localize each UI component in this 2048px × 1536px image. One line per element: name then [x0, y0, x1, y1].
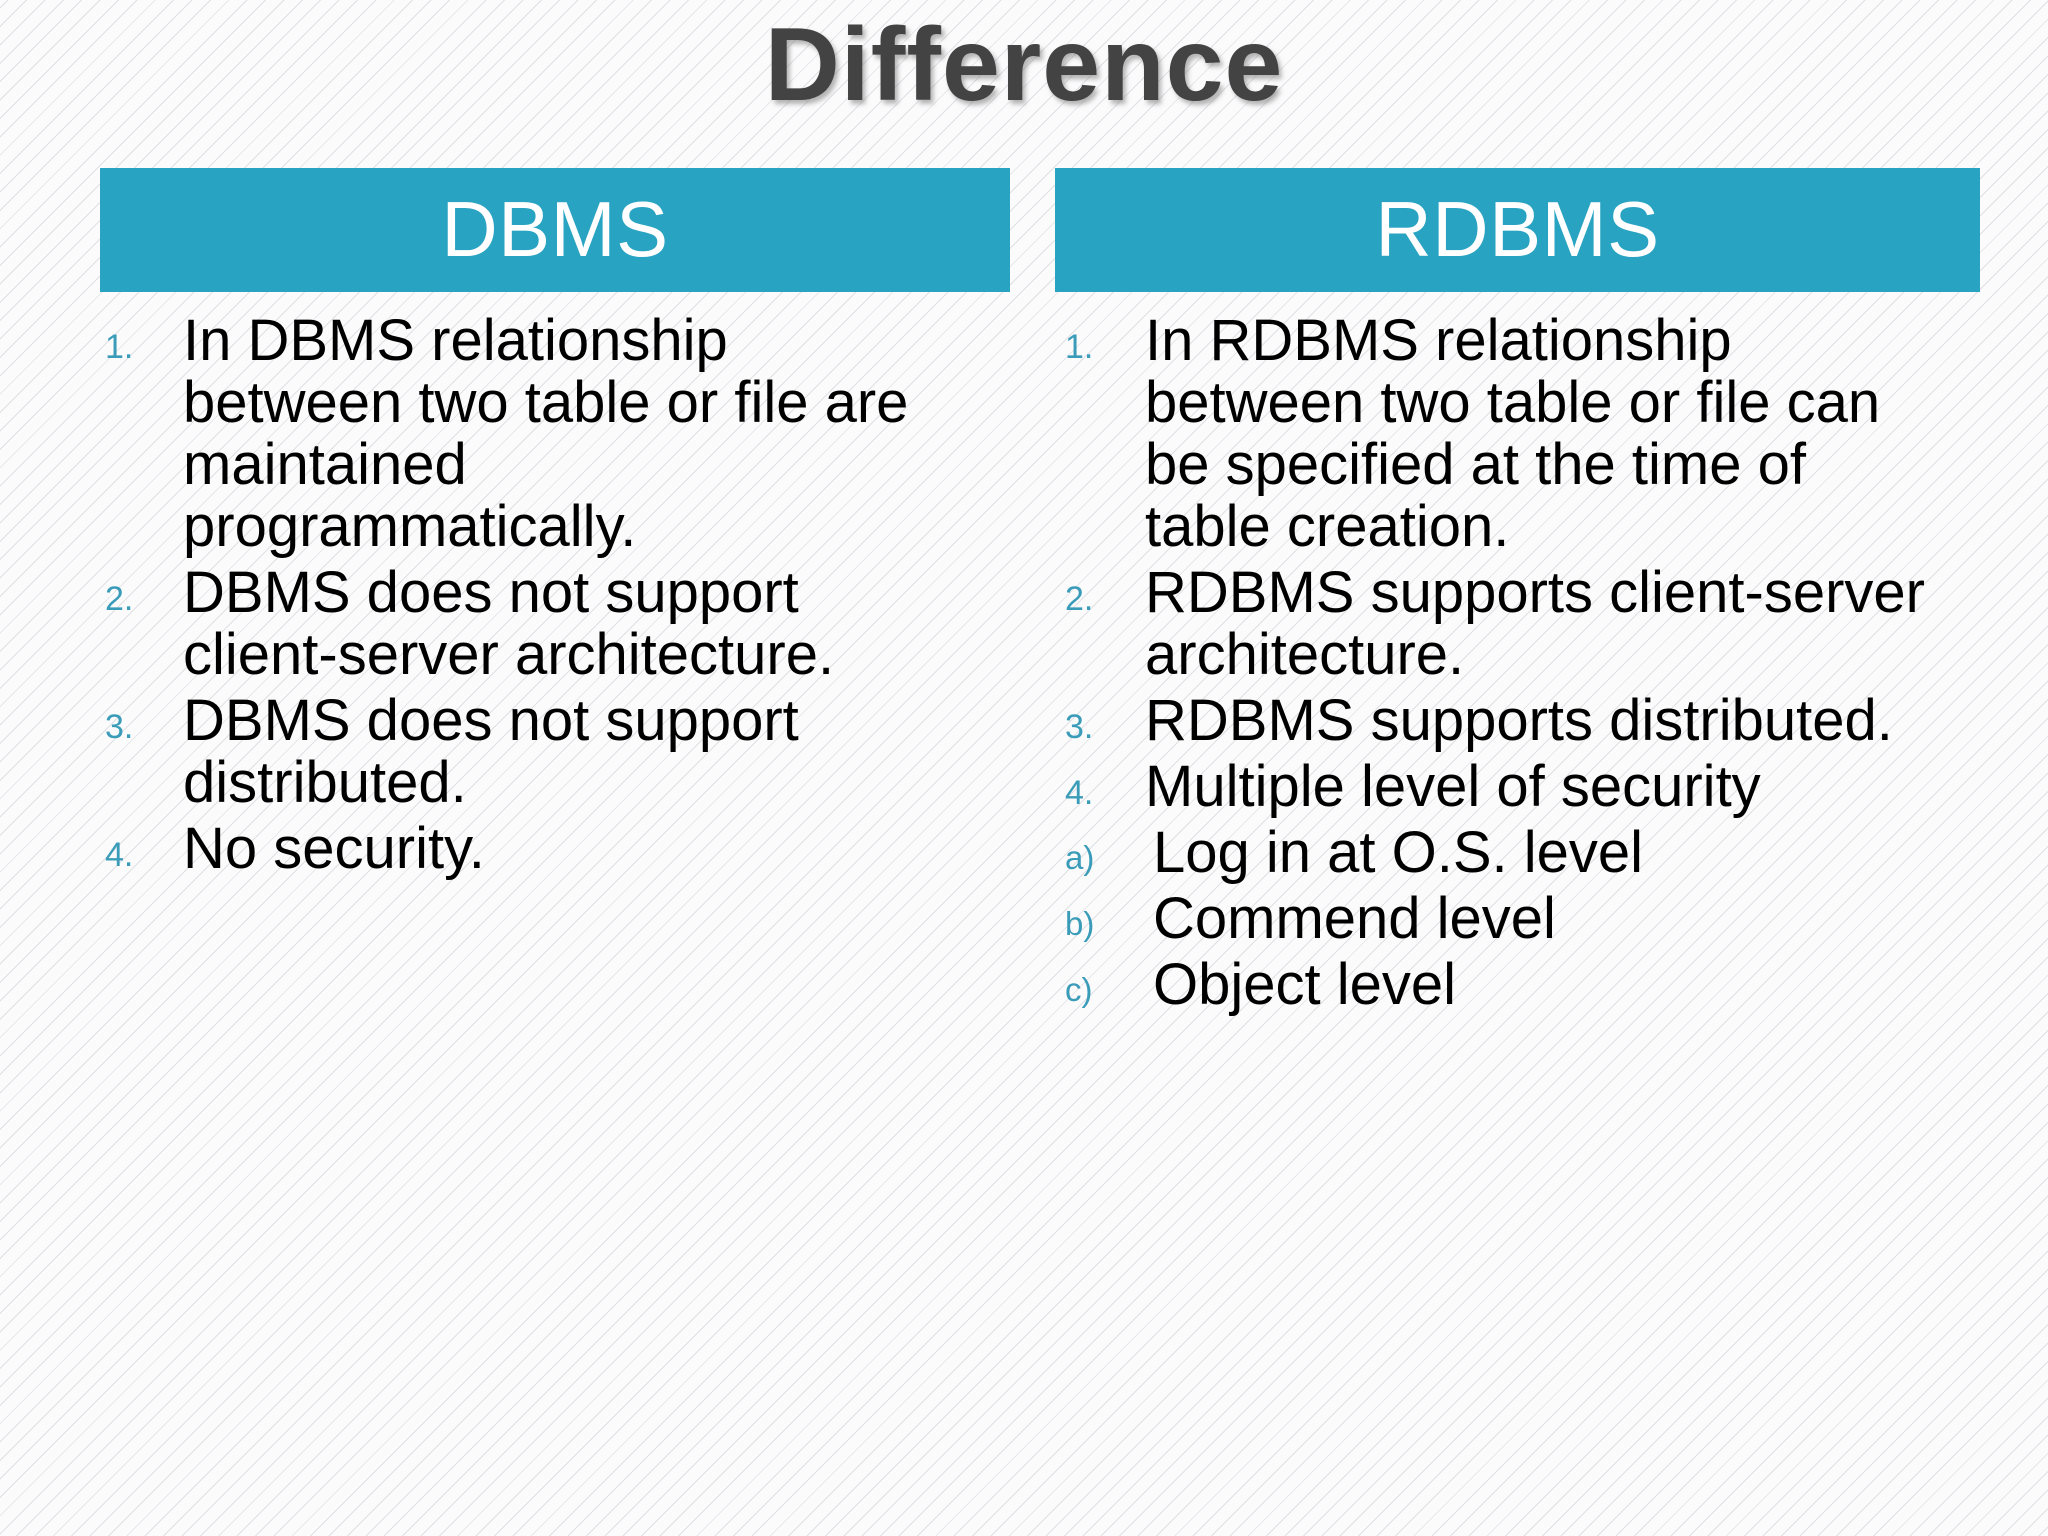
column-body-rdbms: 1. In RDBMS relationship between two tab…: [1055, 292, 1980, 1017]
rdbms-list: 1. In RDBMS relationship between two tab…: [1055, 308, 1980, 1017]
list-item: 2. DBMS does not support client-server a…: [100, 562, 1030, 686]
column-body-dbms: 1. In DBMS relationship between two tabl…: [100, 292, 1030, 880]
list-marker: 1.: [105, 328, 134, 366]
list-text: Commend level: [1153, 886, 1556, 952]
list-item: 2. RDBMS supports client-server architec…: [1055, 562, 1980, 686]
list-marker: a): [1065, 839, 1095, 877]
list-text: Log in at O.S. level: [1153, 820, 1644, 886]
list-text: RDBMS supports client-server architectur…: [1145, 560, 1925, 688]
list-marker: 3.: [105, 708, 134, 747]
list-text: Object level: [1153, 952, 1457, 1018]
list-marker: c): [1065, 971, 1093, 1009]
column-rdbms: RDBMS 1. In RDBMS relationship between t…: [1055, 168, 1980, 1021]
dbms-list: 1. In DBMS relationship between two tabl…: [100, 308, 1030, 880]
page-title: Difference: [764, 7, 1284, 123]
list-text: DBMS does not support client-server arch…: [183, 560, 835, 688]
list-text: In DBMS relationship between two table o…: [183, 308, 909, 560]
list-item: 3. RDBMS supports distributed.: [1055, 690, 1980, 752]
list-item: 1. In DBMS relationship between two tabl…: [100, 308, 1030, 560]
list-marker: 4.: [1065, 774, 1094, 813]
list-text: In RDBMS relationship between two table …: [1145, 308, 1881, 560]
list-item: 3. DBMS does not support distributed.: [100, 690, 1030, 814]
column-header-rdbms: RDBMS: [1055, 168, 1980, 292]
list-text: No security.: [183, 816, 485, 882]
list-marker: b): [1065, 905, 1095, 943]
comparison-table: DBMS 1. In DBMS relationship between two…: [0, 168, 2048, 1021]
list-item: 1. In RDBMS relationship between two tab…: [1055, 308, 1980, 560]
column-header-dbms: DBMS: [100, 168, 1010, 292]
list-text: RDBMS supports distributed.: [1145, 688, 1893, 754]
list-marker: 2.: [105, 580, 134, 619]
list-marker: 3.: [1065, 708, 1094, 747]
list-text: Multiple level of security: [1145, 754, 1761, 820]
list-item-sub: b) Commend level: [1055, 888, 1980, 950]
list-item-sub: a) Log in at O.S. level: [1055, 822, 1980, 884]
column-dbms: DBMS 1. In DBMS relationship between two…: [100, 168, 1030, 884]
list-item: 4. Multiple level of security: [1055, 756, 1980, 818]
list-marker: 2.: [1065, 580, 1094, 619]
list-marker: 1.: [1065, 328, 1094, 366]
list-marker: 4.: [105, 836, 134, 875]
list-item-sub: c) Object level: [1055, 954, 1980, 1016]
list-text: DBMS does not support distributed.: [183, 688, 799, 816]
list-item: 4. No security.: [100, 818, 1030, 880]
